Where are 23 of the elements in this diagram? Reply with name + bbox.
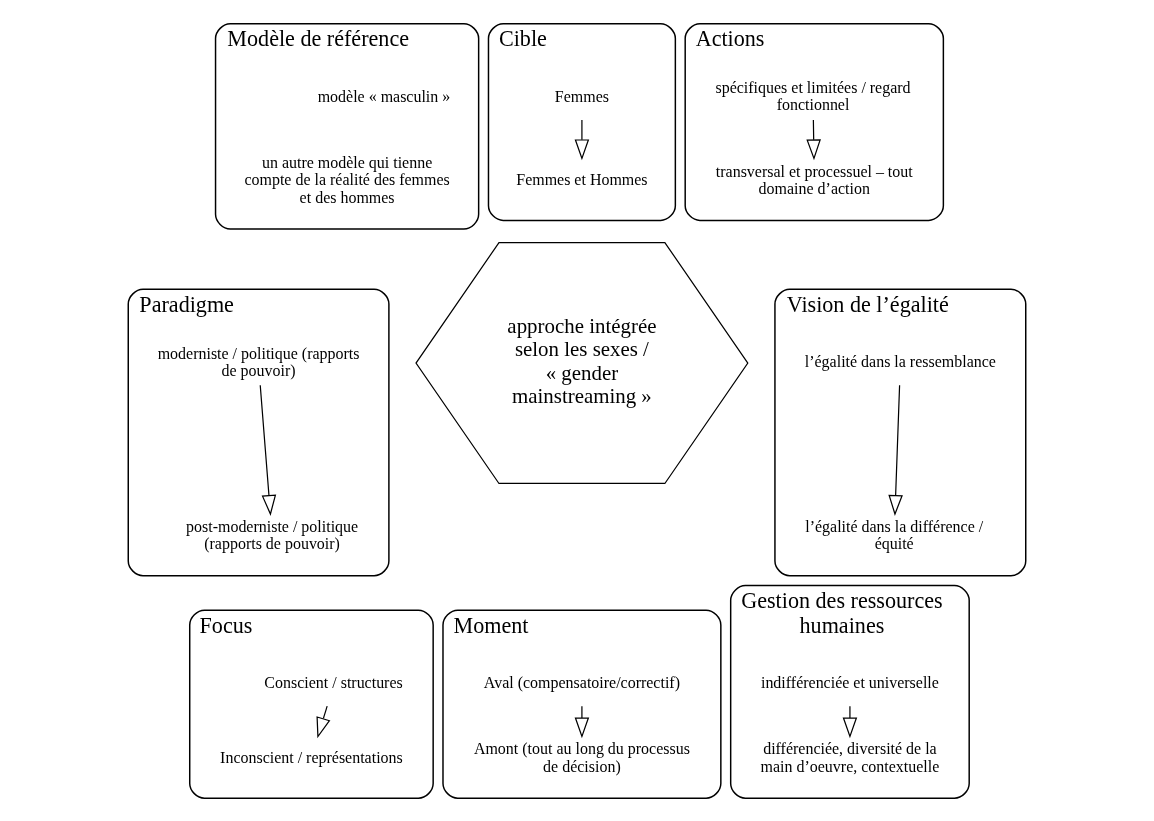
arrow [574,118,590,160]
node-text: moderniste / politique (rapports de pouvoir) [157,344,360,379]
arrow [842,705,858,738]
node-text: Amont (tout au long du processus de décision) [473,739,690,775]
node-text: Inconscient / représentations [220,748,403,766]
node-text: transversal et processuel – tout domaine d’action [715,162,913,197]
arrow [574,705,590,738]
arrow [259,384,277,516]
arrow [888,384,903,516]
arrow [806,118,821,160]
node-text: modèle « masculin » [317,87,451,105]
arrow [316,705,331,738]
node-text: Conscient / structures [264,673,403,691]
node-text: post-moderniste / politique (rapports de pouvoir) [186,517,359,552]
node-text: l’égalité dans la ressemblance [804,352,996,370]
node-text: Femmes [554,87,609,105]
node-text: un autre modèle qui tienne compte de la réalité des femmes et des hommes [244,153,450,206]
node-text: spécifiques et limitées / regard fonctionnel [715,78,911,113]
node-text: indifférenciée et universelle [760,673,939,691]
node-text: Aval (compensatoire/correctif) [483,673,680,691]
node-text: Femmes et Hommes [516,170,648,188]
node-text: différenciée, diversité de la main d’oeuvre, contextuelle [760,739,940,775]
node-text: l’égalité dans la différence / équité [805,517,984,552]
